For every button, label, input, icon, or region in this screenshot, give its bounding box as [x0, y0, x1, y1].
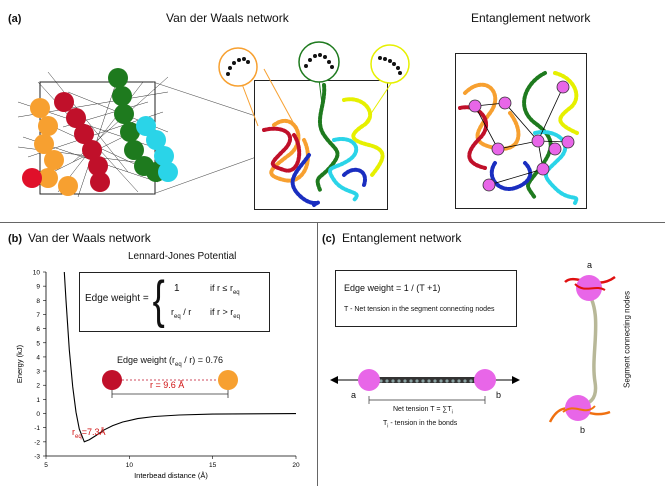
entanglement-edge-weight-box [335, 270, 517, 327]
example-bead-pair [102, 370, 238, 398]
y-tick-label: 10 [33, 270, 41, 277]
y-axis-label: Energy (kJ) [15, 344, 24, 383]
entanglement-chains-illustration [458, 71, 579, 205]
vertical-divider [317, 222, 318, 486]
panel-c-title: Entanglement network [342, 231, 462, 245]
knot-illustration [548, 275, 616, 423]
case2-value-tail: / r [180, 307, 192, 317]
y-tick-label: 2 [36, 383, 40, 390]
vdw-network-title: Van der Waals network [166, 11, 289, 25]
green-magnifier-icon [298, 41, 340, 83]
tension-segment-illustration [330, 369, 520, 404]
net-tension-label: Net tension T = ∑Ti [393, 406, 453, 415]
case1-cond-text: if r ≤ r [210, 283, 233, 293]
red-beads [22, 92, 110, 192]
case2-value-sub: eq [174, 313, 181, 320]
lj-curve-line [63, 271, 297, 443]
panel-b-label: (b) [8, 233, 23, 245]
segment-connecting-label: Segment connecting nodes [622, 291, 632, 388]
y-tick-label: 6 [36, 326, 40, 333]
req-label: req=7.3Å [72, 427, 105, 440]
horizontal-divider [0, 222, 665, 223]
tension-bonds-main: T [383, 420, 388, 427]
y-tick-label: 4 [36, 354, 40, 361]
y-tick-label: -2 [34, 439, 40, 446]
case1-value: 1 [174, 283, 180, 294]
vdw-edge-weight-box [79, 272, 270, 332]
panel-b-title: Van der Waals network [28, 231, 151, 245]
orange-magnifier-icon [218, 47, 258, 87]
panel-a-label: (a) [8, 13, 22, 25]
x-tick-label: 10 [126, 462, 134, 469]
vdw-chains-illustration [262, 83, 385, 207]
case2-condition: if r > req [210, 307, 240, 320]
case2-cond-text: if r > r [210, 307, 234, 317]
yellow-magnifier-icon [370, 44, 410, 84]
y-tick-label: 7 [36, 312, 40, 319]
example-weight-tail: / r) = 0.76 [181, 355, 223, 365]
net-tension-definition: T - Net tension in the segment connectin… [344, 306, 495, 313]
example-weight-sub: eq [175, 361, 182, 368]
entanglement-edge-weight: Edge weight = 1 / (T +1) [344, 283, 441, 293]
net-tension-text: Net tension T = ∑T [393, 406, 452, 413]
case2-cond-sub: eq [233, 313, 240, 320]
orange-beads [30, 98, 78, 196]
y-tick-label: -1 [34, 425, 40, 432]
tension-bonds-label: Ti - tension in the bonds [383, 420, 457, 429]
distance-label: r = 9.6 Å [150, 380, 185, 390]
vdw-closeup-illustration [18, 68, 178, 198]
y-tick-label: 0 [36, 411, 40, 418]
cyan-beads [136, 116, 178, 182]
y-tick-label: -3 [34, 454, 40, 461]
y-tick-label: 8 [36, 298, 40, 305]
x-tick-label: 15 [209, 462, 217, 469]
x-tick-label: 5 [44, 462, 48, 469]
segment-node-a: a [351, 390, 357, 400]
green-beads [108, 68, 166, 182]
tension-bonds-tail: - tension in the bonds [388, 420, 458, 427]
lj-potential-title: Lennard-Jones Potential [128, 251, 237, 262]
knot-node-b: b [580, 425, 586, 435]
magnified-callouts [218, 41, 410, 127]
case2-value-main: r [171, 307, 174, 317]
tension-bonds-sub: i [387, 423, 389, 430]
y-tick-label: 3 [36, 369, 40, 376]
segment-node-b: b [496, 390, 502, 400]
brace-icon: { [152, 271, 165, 329]
example-weight-text: Edge weight (r [117, 355, 176, 365]
knot-node-a: a [587, 260, 593, 270]
example-edge-weight: Edge weight (req / r) = 0.76 [117, 355, 223, 368]
x-axis-label: Interbead distance (Å) [134, 471, 208, 480]
panel-c-label: (c) [322, 233, 336, 245]
entanglement-network-title: Entanglement network [471, 11, 591, 25]
req-text: r [72, 427, 75, 437]
req-tail: =7.3Å [81, 427, 106, 437]
case1-cond-sub: eq [232, 289, 240, 296]
case2-value: req / r [171, 307, 191, 320]
net-tension-sub: i [451, 409, 453, 416]
y-tick-label: 5 [36, 340, 40, 347]
y-tick-label: 9 [36, 284, 40, 291]
y-tick-label: 1 [36, 397, 40, 404]
x-tick-label: 20 [292, 462, 300, 469]
case1-condition: if r ≤ req [210, 283, 240, 296]
req-sub: eq [75, 433, 82, 440]
edge-weight-prefix: Edge weight = [85, 293, 149, 304]
